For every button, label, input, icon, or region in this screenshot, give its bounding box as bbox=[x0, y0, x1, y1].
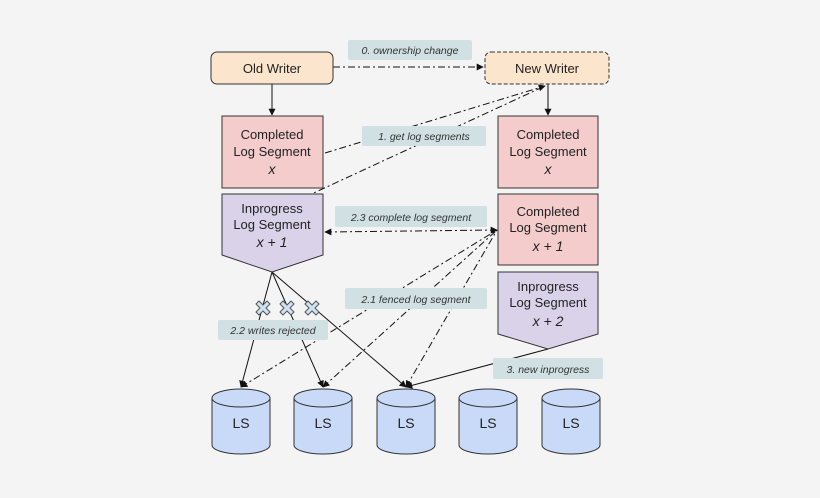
ls-cylinder: LS bbox=[376, 388, 436, 455]
ls-cylinder-top bbox=[458, 388, 518, 408]
old-completed-line3: x bbox=[268, 161, 277, 177]
old-writer-box: Old Writer bbox=[210, 51, 334, 85]
ls-cylinder-top bbox=[541, 388, 601, 408]
new-inprogress-line2: Log Segment bbox=[509, 295, 587, 310]
step-label-writes-rejected: 2.2 writes rejected bbox=[218, 320, 328, 340]
step-label-get-log-segments: 1. get log segments bbox=[362, 126, 486, 146]
new-inprogress-line3: x + 2 bbox=[532, 313, 564, 329]
new-writer-label: New Writer bbox=[515, 61, 580, 76]
old-inprogress-segment: Inprogress Log Segment x + 1 bbox=[221, 193, 324, 273]
fenced-line-2 bbox=[322, 229, 498, 388]
ls-cylinder: LS bbox=[211, 388, 271, 455]
new-writer-box: New Writer bbox=[484, 51, 610, 85]
rejected-write-markers bbox=[255, 300, 320, 316]
ls-cylinder-top bbox=[293, 388, 353, 408]
new-inprogress-segment: Inprogress Log Segment x + 2 bbox=[497, 271, 599, 350]
get-segments-line-a bbox=[324, 84, 546, 154]
new-completed-segment-x1: Completed Log Segment x + 1 bbox=[497, 193, 599, 266]
old-inprogress-line3: x + 1 bbox=[256, 234, 288, 250]
ls-cylinder: LS bbox=[293, 388, 353, 455]
new-completed-x1-line3: x + 1 bbox=[532, 238, 564, 254]
step-label-complete-log-segment: 2.3 complete log segment bbox=[335, 206, 487, 227]
ls-label: LS bbox=[479, 415, 496, 431]
step-label-new-inprogress: 3. new inprogress bbox=[493, 358, 603, 379]
step-21-text: 2.1 fenced log segment bbox=[360, 294, 471, 306]
reject-x-icon bbox=[304, 300, 320, 316]
step-label-ownership-change: 0. ownership change bbox=[348, 40, 472, 60]
ls-label: LS bbox=[232, 415, 249, 431]
ls-label: LS bbox=[397, 415, 414, 431]
new-completed-x-line1: Completed bbox=[517, 127, 580, 142]
old-inprogress-line2: Log Segment bbox=[233, 217, 311, 232]
ls-cylinder-body bbox=[541, 397, 601, 455]
new-completed-x-line2: Log Segment bbox=[509, 144, 587, 159]
new-completed-segment-x: Completed Log Segment x bbox=[497, 115, 599, 189]
ls-cylinder-body bbox=[293, 397, 353, 455]
ls-cylinder: LS bbox=[541, 388, 601, 455]
ls-cylinder-body bbox=[376, 397, 436, 455]
complete-segment-arrow bbox=[324, 226, 498, 236]
old-writer-label: Old Writer bbox=[243, 61, 302, 76]
ls-cylinder-body bbox=[458, 397, 518, 455]
new-inprogress-line bbox=[405, 348, 549, 389]
ls-cylinder-top bbox=[376, 388, 436, 408]
new-completed-x1-line2: Log Segment bbox=[509, 220, 587, 235]
write-line-3 bbox=[271, 271, 407, 388]
step-1-text: 1. get log segments bbox=[378, 131, 470, 143]
new-completed-x1-line1: Completed bbox=[517, 204, 580, 219]
old-completed-line1: Completed bbox=[241, 127, 304, 142]
step-3-text: 3. new inprogress bbox=[507, 364, 591, 376]
log-storage-nodes: LS LS LS LS LS bbox=[211, 388, 601, 455]
new-inprogress-line1: Inprogress bbox=[517, 279, 579, 294]
step-0-text: 0. ownership change bbox=[362, 45, 459, 57]
ls-cylinder-body bbox=[211, 397, 271, 455]
step-22-text: 2.2 writes rejected bbox=[229, 325, 316, 337]
old-completed-segment: Completed Log Segment x bbox=[221, 115, 324, 189]
ls-cylinder: LS bbox=[458, 388, 518, 455]
old-inprogress-line1: Inprogress bbox=[241, 201, 303, 216]
step-label-fenced-log-segment: 2.1 fenced log segment bbox=[345, 288, 487, 309]
ls-label: LS bbox=[562, 415, 579, 431]
new-completed-x-line3: x bbox=[544, 161, 553, 177]
step-23-text: 2.3 complete log segment bbox=[350, 212, 472, 224]
get-segments-line-b bbox=[304, 85, 546, 198]
ls-label: LS bbox=[314, 415, 331, 431]
reject-x-icon bbox=[255, 300, 271, 316]
old-completed-line2: Log Segment bbox=[233, 144, 311, 159]
reject-x-icon bbox=[279, 300, 295, 316]
ls-cylinder-top bbox=[211, 388, 271, 408]
